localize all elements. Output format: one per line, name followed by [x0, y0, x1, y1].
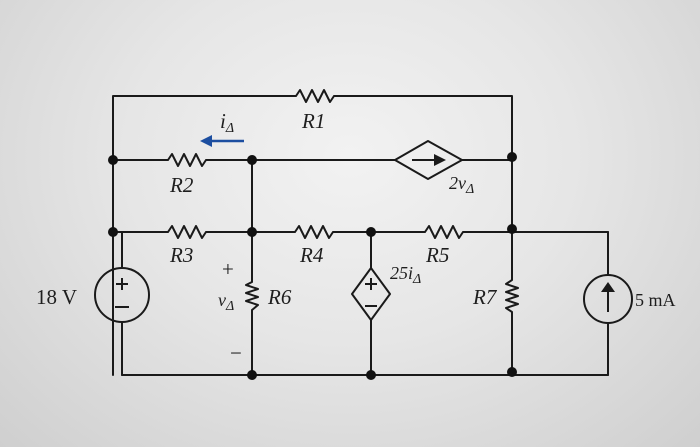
label-i-delta: iΔ: [220, 109, 234, 136]
label-voltage-source: 18 V: [36, 285, 77, 309]
node: [108, 155, 118, 165]
dependent-current-source-icon: [394, 140, 463, 180]
label-r2: R2: [169, 173, 194, 197]
label-v-delta-plus: +: [222, 257, 234, 281]
node: [366, 227, 376, 237]
dependent-voltage-source-icon: [351, 267, 391, 321]
label-dep-vsource: 25iΔ: [390, 263, 421, 287]
label-r4: R4: [299, 243, 324, 267]
resistor-r3: [167, 225, 207, 239]
label-current-source: 5 mA: [635, 290, 676, 310]
label-r7: R7: [472, 285, 498, 309]
voltage-source-icon: [94, 267, 150, 323]
wire-top: [112, 95, 513, 376]
node: [507, 367, 517, 377]
node: [247, 227, 257, 237]
resistor-r1: [295, 89, 335, 103]
node: [366, 370, 376, 380]
label-dep-csource: 2vΔ: [449, 173, 474, 197]
resistor-r4: [294, 225, 334, 239]
label-r1: R1: [301, 109, 325, 133]
wires: [112, 95, 609, 376]
label-r3: R3: [169, 243, 193, 267]
node: [507, 152, 517, 162]
node: [108, 227, 118, 237]
node: [247, 155, 257, 165]
label-v-delta-minus: −: [230, 341, 242, 365]
node: [507, 224, 517, 234]
label-v-delta: vΔ: [218, 290, 234, 314]
label-r5: R5: [425, 243, 449, 267]
current-source-icon: [583, 274, 633, 324]
resistor-r2: [167, 153, 207, 167]
junction-nodes: [108, 152, 517, 380]
resistor-r7: [505, 279, 519, 313]
resistor-r5: [424, 225, 464, 239]
label-r6: R6: [267, 285, 292, 309]
resistor-r6: [245, 281, 259, 311]
node: [247, 370, 257, 380]
i-delta-arrow-icon: [200, 135, 244, 147]
